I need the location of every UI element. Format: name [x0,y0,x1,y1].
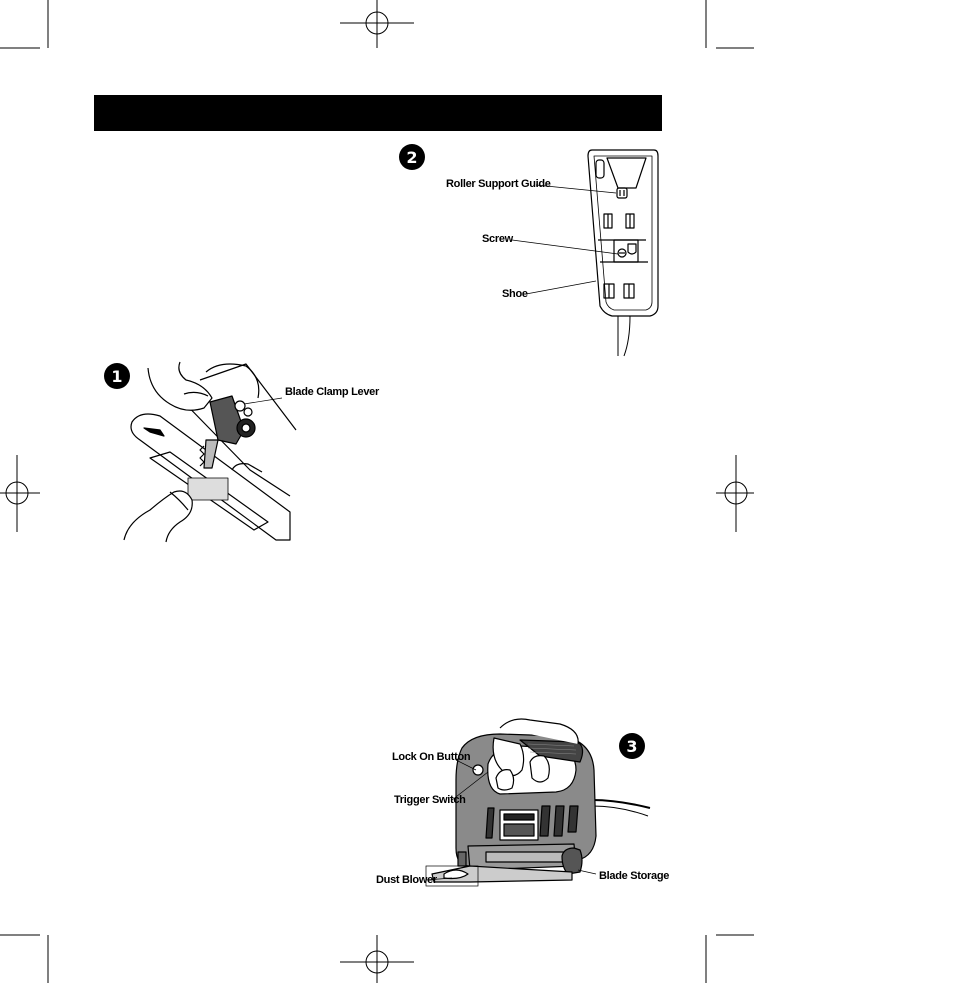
figure-3-number-badge: 3 [619,733,645,759]
registration-mark-bottom [340,935,414,983]
blade-storage-label: Blade Storage [599,870,670,882]
registration-mark-left [0,455,40,532]
blade-clamp-lever-label: Blade Clamp Lever [285,386,379,398]
figure-2-number-badge: 2 [399,144,425,170]
shoe-label: Shoe [502,288,528,300]
section-header-bar [94,95,662,131]
screw-label: Screw [482,233,513,245]
dust-blower-label: Dust Blower [376,874,437,886]
registration-mark-right [716,455,754,532]
trigger-switch-label: Trigger Switch [394,794,466,806]
lock-on-button-label: Lock On Button [392,751,471,763]
figure-1-number-badge: 1 [104,363,130,389]
roller-support-guide-label: Roller Support Guide [446,178,551,190]
registration-mark-top [340,0,414,48]
